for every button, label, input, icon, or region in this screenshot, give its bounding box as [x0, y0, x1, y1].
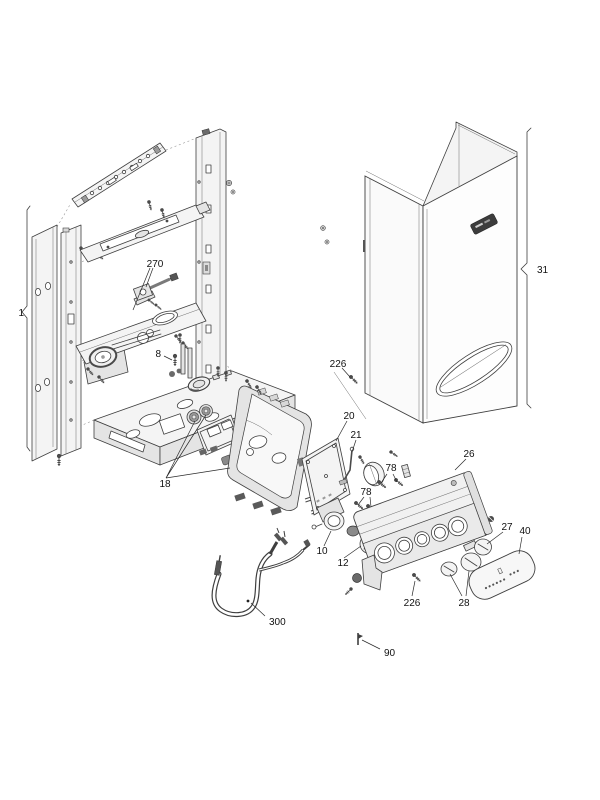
- fan-manifold: [75, 302, 207, 385]
- brand-badge: [470, 213, 498, 235]
- callout-28: 28: [458, 598, 470, 609]
- control-panel-26: [343, 471, 493, 597]
- callout-labels: 1 8 10 12 18 20 21 26 27 28 31 40 78 78 …: [18, 259, 548, 659]
- callout-1: 1: [18, 308, 24, 319]
- left-side-panel: [31, 224, 62, 467]
- callout-270: 270: [147, 259, 164, 270]
- callout-26: 26: [463, 449, 475, 460]
- callout-21: 21: [350, 430, 362, 441]
- air-duct-plate: [79, 199, 211, 263]
- callout-226-case: 226: [330, 359, 347, 370]
- callout-20: 20: [343, 411, 355, 422]
- callout-leaders: [132, 267, 523, 650]
- link-wire-21: [338, 446, 355, 486]
- screw-8: [172, 353, 178, 367]
- clip-90: [357, 633, 363, 645]
- wall-mounting-bar: [71, 142, 167, 261]
- grommets-18: [186, 404, 241, 466]
- callout-8: 8: [155, 349, 161, 360]
- callout-78-lower: 78: [360, 487, 372, 498]
- callout-10: 10: [316, 546, 328, 557]
- standoff-pillars: [177, 332, 193, 379]
- callout-300: 300: [269, 617, 286, 628]
- screw-226-case: [333, 371, 367, 420]
- ignition-transformer: [357, 449, 399, 487]
- facia-panel-40: [468, 550, 536, 600]
- screw-226-panel: [410, 571, 423, 584]
- callout-40: 40: [519, 526, 531, 537]
- control-box-rear: [227, 378, 312, 516]
- callout-12: 12: [337, 558, 349, 569]
- callout-18: 18: [159, 479, 171, 490]
- knob-27: [463, 516, 494, 556]
- screws-78-upper: [375, 464, 411, 490]
- potentiometer-10: [311, 497, 345, 531]
- left-frame-post: [60, 224, 82, 457]
- callout-31: 31: [537, 265, 549, 276]
- case-brace: [520, 127, 532, 409]
- outer-case-31: [363, 121, 518, 424]
- pcb-20: [301, 437, 351, 516]
- frame-brace: [21, 205, 31, 452]
- knobs-28: [440, 552, 482, 577]
- callout-27: 27: [501, 522, 513, 533]
- post-fasteners: [226, 180, 330, 245]
- cable-300: [211, 527, 311, 617]
- callout-226-panel: 226: [404, 598, 421, 609]
- callout-78-upper: 78: [385, 463, 397, 474]
- callout-90: 90: [384, 648, 396, 659]
